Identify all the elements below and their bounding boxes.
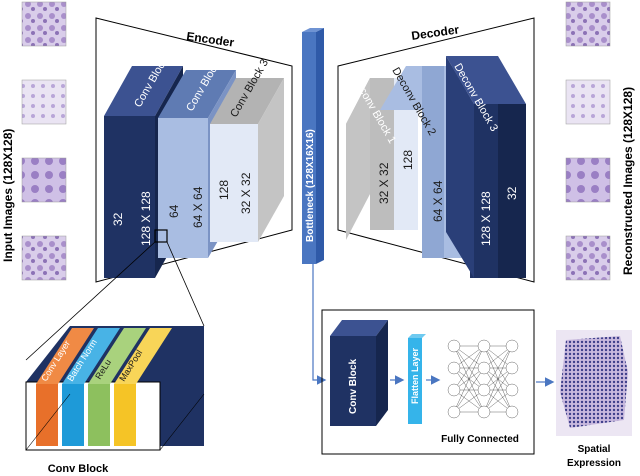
layer-conv xyxy=(36,384,58,446)
input-image-3 xyxy=(21,157,67,203)
decoder-outline xyxy=(337,17,535,283)
fully-connected-label: Fully Connected xyxy=(441,434,519,445)
deconv-block-1-channels: 128 xyxy=(401,150,415,170)
regression-head-box xyxy=(321,309,535,455)
input-image-2 xyxy=(21,79,67,125)
input-image-4 xyxy=(21,235,67,281)
head-conv-block-label: Conv Block xyxy=(348,359,359,414)
decoder-title: Decoder xyxy=(410,22,460,43)
head-conv-block: Conv Block xyxy=(330,320,388,426)
deconv-block-2-size: 64 X 64 xyxy=(431,180,445,222)
layer-relu xyxy=(88,384,110,446)
input-image-1 xyxy=(21,1,67,47)
input-images-label: Input Images (128X128) xyxy=(1,129,15,262)
output-image-4 xyxy=(565,235,611,281)
spatial-label-line1: Spatial xyxy=(578,444,611,455)
deconv-block-1-size: 32 X 32 xyxy=(377,162,391,204)
input-images xyxy=(21,1,67,281)
conv-block-3: Conv Block 3 128 32 X 32 xyxy=(210,57,284,242)
conv-block-2-channels: 64 xyxy=(167,204,181,218)
conv-block-2-size: 64 X 64 xyxy=(191,186,205,228)
conv-block-3-size: 32 X 32 xyxy=(239,172,253,214)
deconv-block-3: Deconv Block 3 128 X 128 32 xyxy=(446,56,526,278)
conv-block-1-size: 128 X 128 xyxy=(139,191,153,246)
zoom-line-right xyxy=(166,241,205,327)
deconv-block-3-channels: 32 xyxy=(505,186,519,200)
flatten-layer-label: Flatten Layer xyxy=(410,347,420,404)
conv-block-caption: Conv Block xyxy=(48,463,109,475)
encoder-outline xyxy=(95,17,293,283)
bottleneck: Bottleneck (128X16X16) xyxy=(302,28,324,264)
conv-block-3-channels: 128 xyxy=(217,180,231,200)
bottleneck-to-head-arrow xyxy=(312,264,327,385)
output-image-3 xyxy=(565,157,611,203)
output-image-1 xyxy=(565,1,611,47)
reconstructed-images-label: Reconstructed Images (128X128) xyxy=(621,87,635,275)
fully-connected-network xyxy=(447,339,519,419)
deconv-block-3-size: 128 X 128 xyxy=(479,191,493,246)
output-image-2 xyxy=(565,79,611,125)
conv-block-detail: Conv Layer Batch Norm ReLu MaxPool xyxy=(25,326,205,451)
spatial-expression-map xyxy=(556,330,632,436)
encoder-title: Encoder xyxy=(186,29,236,50)
conv-block-1-channels: 32 xyxy=(111,212,125,226)
zoom-selector xyxy=(154,229,168,243)
layer-batch-norm xyxy=(62,384,84,446)
reconstructed-images xyxy=(565,1,611,281)
zoom-line-left xyxy=(25,241,156,361)
flatten-layer: Flatten Layer xyxy=(408,334,426,424)
layer-maxpool xyxy=(114,384,136,446)
spatial-label-line2: Expression xyxy=(567,458,621,469)
bottleneck-label: Bottleneck (128X16X16) xyxy=(305,129,316,242)
